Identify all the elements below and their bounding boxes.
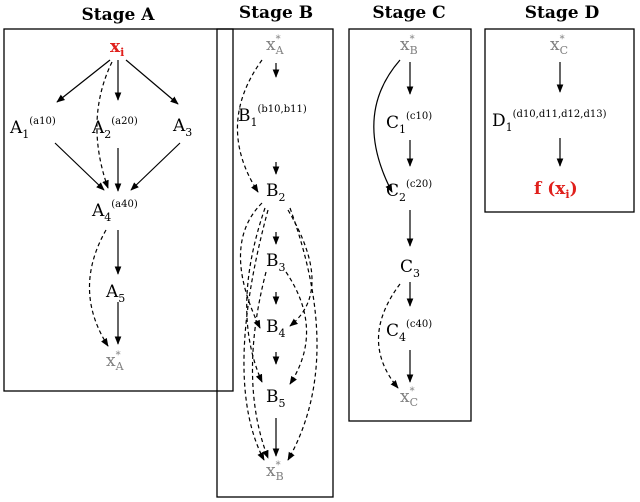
- edge-b3-out-dashed: [251, 271, 269, 459]
- node-xa-star-output: x*A: [106, 350, 125, 373]
- edge-bin-b2-dashed: [236, 59, 263, 193]
- edge-a3-a4: [130, 142, 181, 191]
- edge-x-a3: [125, 59, 179, 105]
- node-d1: D1(d10,d11,d12,d13): [492, 109, 607, 134]
- edge-a1-a4: [54, 142, 105, 191]
- node-b4: B4: [266, 317, 286, 340]
- node-b2: B2: [266, 181, 286, 204]
- edge-c3-out-dashed: [377, 283, 401, 389]
- node-a2: A2(a20): [91, 116, 138, 141]
- node-c4: C4(c40): [386, 319, 432, 344]
- stage-d-box: [484, 28, 635, 213]
- node-b3: B3: [266, 251, 286, 274]
- edge-a4-out-dashed: [88, 229, 109, 347]
- edge-b2-b4-right-dashed: [287, 209, 313, 327]
- node-b5: B5: [266, 387, 286, 410]
- node-a4: A4(a40): [91, 199, 138, 224]
- node-c1: C1(c10): [386, 111, 432, 136]
- node-xb-star-output: x*B: [266, 460, 284, 483]
- stage-a-title: Stage A: [82, 5, 156, 25]
- node-xc-star-input: x*C: [550, 34, 568, 57]
- edge-b2-b5-dashed: [246, 207, 266, 383]
- stage-c-title: Stage C: [372, 3, 445, 23]
- node-xa-star-input: x*A: [266, 34, 285, 57]
- edge-b2-out-dashed: [243, 209, 269, 461]
- stage-b-title: Stage B: [239, 3, 313, 23]
- stage-d-title: Stage D: [525, 3, 600, 23]
- stage-b-box: [216, 28, 334, 498]
- edge-x-a4-dashed: [96, 61, 113, 189]
- edge-cin-c2: [373, 59, 401, 193]
- stage-a-box: [3, 28, 234, 392]
- edge-b2-out-right-dashed: [287, 207, 318, 461]
- node-f-output: f (xi): [534, 179, 578, 201]
- node-xb-star-input: x*B: [400, 34, 418, 57]
- edge-b2-b4-dashed: [239, 202, 263, 329]
- edge-b3-b5-dashed: [285, 271, 308, 385]
- stage-a-edges: [54, 59, 181, 347]
- node-c3: C3: [400, 257, 420, 280]
- stage-b-edges: [236, 59, 318, 461]
- node-a5: A5: [105, 282, 125, 305]
- node-a3: A3: [172, 116, 192, 139]
- node-a1: A1(a10): [9, 116, 56, 141]
- edge-x-a1: [56, 59, 111, 103]
- stage-c-edges: [373, 59, 414, 389]
- node-xc-star-output: x*C: [400, 386, 418, 409]
- node-c2: C2(c20): [386, 179, 432, 204]
- node-b1: B1(b10,b11): [238, 104, 307, 129]
- node-x-input: xi: [110, 37, 124, 59]
- stage-c-box: [348, 28, 472, 422]
